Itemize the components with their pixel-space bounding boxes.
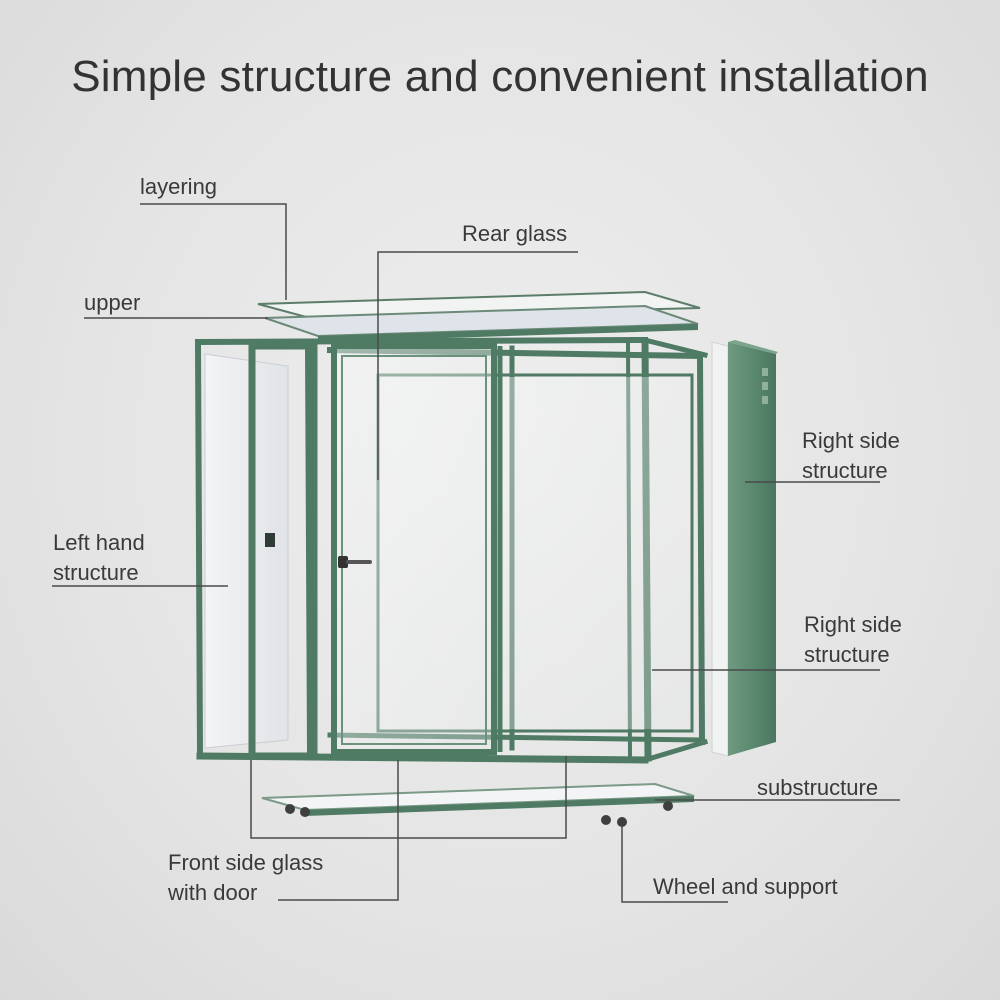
label-front-glass-line1: Front side glass	[168, 850, 324, 875]
label-layering: layering	[140, 174, 218, 199]
label-wheel-and-support: Wheel and support	[653, 874, 838, 899]
right-side-panel	[711, 340, 778, 757]
label-substructure: substructure	[757, 775, 879, 800]
label-front-glass-line2: with door	[168, 880, 258, 905]
page-title: Simple structure and convenient installa…	[71, 52, 929, 101]
layering-plate	[257, 290, 701, 320]
front-glass-with-door	[331, 343, 503, 755]
leader-lines	[52, 203, 900, 903]
label-right-side-2-line1: Right side	[804, 612, 902, 637]
left-hand-structure	[204, 342, 318, 760]
substructure-base	[261, 782, 695, 816]
label-front-side-glass: Front side glass with door	[168, 848, 323, 908]
door-handle	[338, 556, 372, 568]
label-right-side-1-line2: structure	[802, 458, 888, 483]
label-upper: upper	[84, 290, 141, 315]
label-left-hand-line2: structure	[53, 560, 139, 585]
wheels	[285, 801, 673, 827]
upper-ceiling	[264, 304, 699, 342]
label-right-side-2-line2: structure	[804, 642, 890, 667]
label-left-hand-line1: Left hand	[53, 530, 145, 555]
label-right-side-structure-2: Right side structure	[804, 610, 902, 670]
label-right-side-1-line1: Right side	[802, 428, 900, 453]
label-rear-glass: Rear glass	[462, 221, 568, 246]
label-right-side-structure-1: Right side structure	[802, 426, 900, 486]
label-left-hand-structure: Left hand structure	[53, 528, 145, 588]
